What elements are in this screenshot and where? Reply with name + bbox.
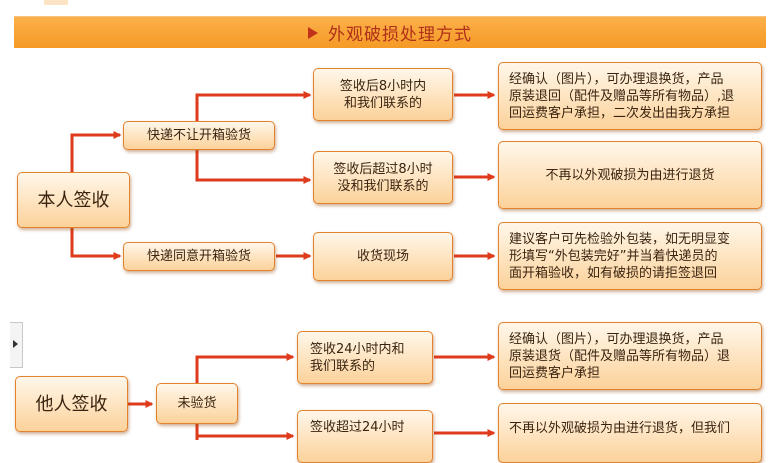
node-over-24h: 签收超过24小时 <box>297 410 433 463</box>
node-within-24h: 签收24小时内和 我们联系的 <box>297 331 433 384</box>
node-within-8h: 签收后8小时内 和我们联系的 <box>313 68 453 121</box>
result-return-allowed-2: 经确认（图片），可办理退换货，产品 原装退货（配件及赠品等所有物品）退 回运费客… <box>498 322 762 390</box>
arrow-notchecked-to-within24 <box>195 353 295 390</box>
chevron-right-icon <box>13 340 18 348</box>
node-over-8h-text: 签收后超过8小时 没和我们联系的 <box>333 161 433 194</box>
side-expand-tab[interactable] <box>10 322 23 368</box>
node-not-checked: 未验货 <box>156 383 238 424</box>
top-strip <box>44 0 68 5</box>
result-check-package-text: 建议客户可先检验外包装，如无明显变 形填写“外包装完好”并当着快递员的 面开箱验… <box>509 231 731 281</box>
node-over-24h-text: 签收超过24小时 <box>310 420 405 435</box>
result-return-allowed: 经确认（图片），可办理退换货，产品 原装退回（配件及赠品等所有物品）,退 回运费… <box>498 62 762 130</box>
node-self-sign: 本人签收 <box>17 172 130 228</box>
node-within-8h-text: 签收后8小时内 和我们联系的 <box>339 78 427 111</box>
result-return-allowed-text: 经确认（图片），可办理退换货，产品 原装退回（配件及赠品等所有物品）,退 回运费… <box>509 71 735 121</box>
node-other-sign: 他人签收 <box>15 376 128 432</box>
arrow-self-to-noopen <box>70 131 122 172</box>
result-check-package: 建议客户可先检验外包装，如无明显变 形填写“外包装完好”并当着快递员的 面开箱验… <box>498 222 762 290</box>
arrow-self-to-openok <box>70 228 122 260</box>
header-banner: 外观破损处理方式 <box>14 16 766 48</box>
play-triangle-icon <box>308 26 318 39</box>
result-no-return: 不再以外观破损为由进行退货 <box>498 141 762 209</box>
node-courier-open-ok: 快递同意开箱验货 <box>123 242 275 271</box>
node-within-24h-text: 签收24小时内和 我们联系的 <box>310 341 405 374</box>
arrow-noopen-to-over8 <box>195 148 312 184</box>
result-no-return-2-text: 不再以外观破损为由进行退货，但我们 <box>509 421 731 436</box>
result-no-return-2: 不再以外观破损为由进行退货，但我们 <box>498 403 762 463</box>
flow-connectors <box>70 91 496 440</box>
node-courier-no-open: 快递不让开箱验货 <box>123 121 275 150</box>
arrow-noopen-to-within8 <box>195 91 312 122</box>
node-onsite: 收货现场 <box>313 232 453 281</box>
result-return-allowed-2-text: 经确认（图片），可办理退换货，产品 原装退货（配件及赠品等所有物品）退 回运费客… <box>509 331 731 381</box>
node-over-8h: 签收后超过8小时 没和我们联系的 <box>313 151 453 204</box>
diagram-title: 外观破损处理方式 <box>328 25 472 45</box>
